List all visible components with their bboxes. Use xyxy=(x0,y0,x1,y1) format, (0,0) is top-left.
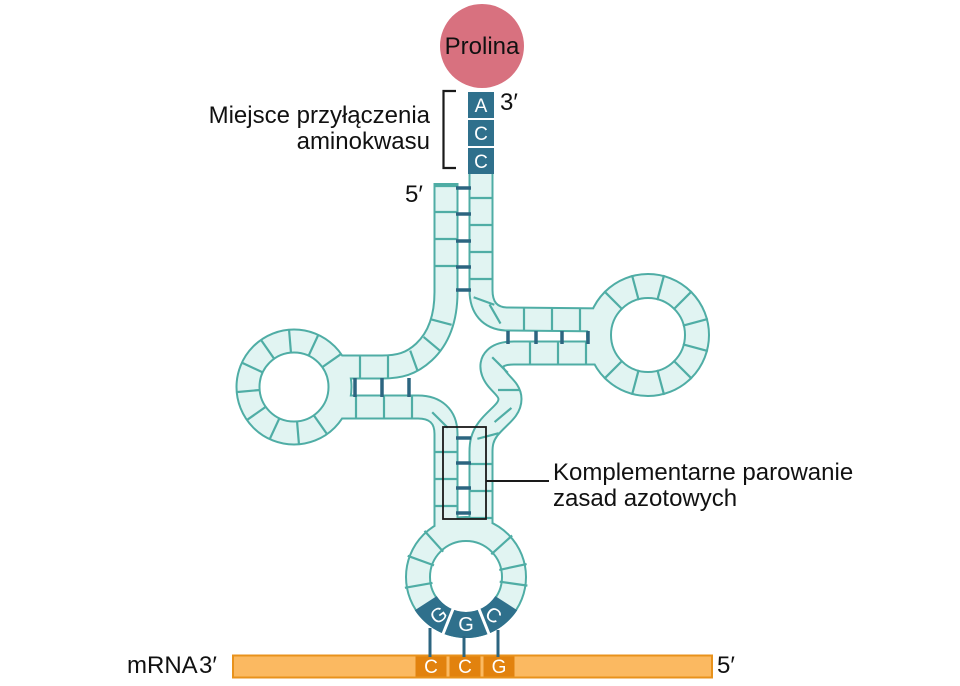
top-three-prime-label: 3′ xyxy=(500,89,518,116)
attachment-site-label-line1: Miejsce przyłączenia xyxy=(209,102,431,129)
bottom-three-prime-label: 3′ xyxy=(199,652,217,679)
attachment-site-label-line2: aminokwasu xyxy=(297,128,430,155)
base-pair-bonds xyxy=(353,186,590,515)
nucleotide-cell-dividers xyxy=(236,184,709,589)
mrna-bar-border xyxy=(232,654,713,679)
top-five-prime-label: 5′ xyxy=(405,181,423,208)
codon-cell-2 xyxy=(449,656,481,677)
anticodon-letter-2: G xyxy=(458,614,474,636)
codon-letter-2: C xyxy=(458,657,472,678)
base-pairing-highlight-box xyxy=(442,426,487,520)
mrna-strand: C C G xyxy=(232,628,713,679)
attachment-site-bracket xyxy=(442,89,456,170)
base-pairing-label-line2: zasad azotowych xyxy=(553,485,737,512)
mrna-label: mRNA xyxy=(127,652,198,679)
codon-letter-3: G xyxy=(492,657,507,678)
anticodon-segment: G G C xyxy=(414,596,518,639)
acceptor-end-sequence: A C C xyxy=(468,92,494,174)
amino-acid: Prolina xyxy=(440,4,524,88)
codon-cell-1 xyxy=(415,656,447,677)
acceptor-letter-c2: C xyxy=(474,152,488,173)
trna-backbone-fill xyxy=(237,172,708,636)
amino-acid-label: Prolina xyxy=(445,33,520,60)
bottom-five-prime-label: 5′ xyxy=(717,652,735,679)
diagram-labels: Miejsce przyłączenia aminokwasu 3′ 5′ Ko… xyxy=(127,89,853,679)
acceptor-letter-a: A xyxy=(475,96,488,117)
acceptor-letter-c1: C xyxy=(474,124,488,145)
codon-letter-1: C xyxy=(424,657,438,678)
amino-acid-circle xyxy=(440,4,524,88)
codon-cell-3 xyxy=(483,656,515,677)
base-pairing-label-line1: Komplementarne parowanie xyxy=(553,459,853,486)
